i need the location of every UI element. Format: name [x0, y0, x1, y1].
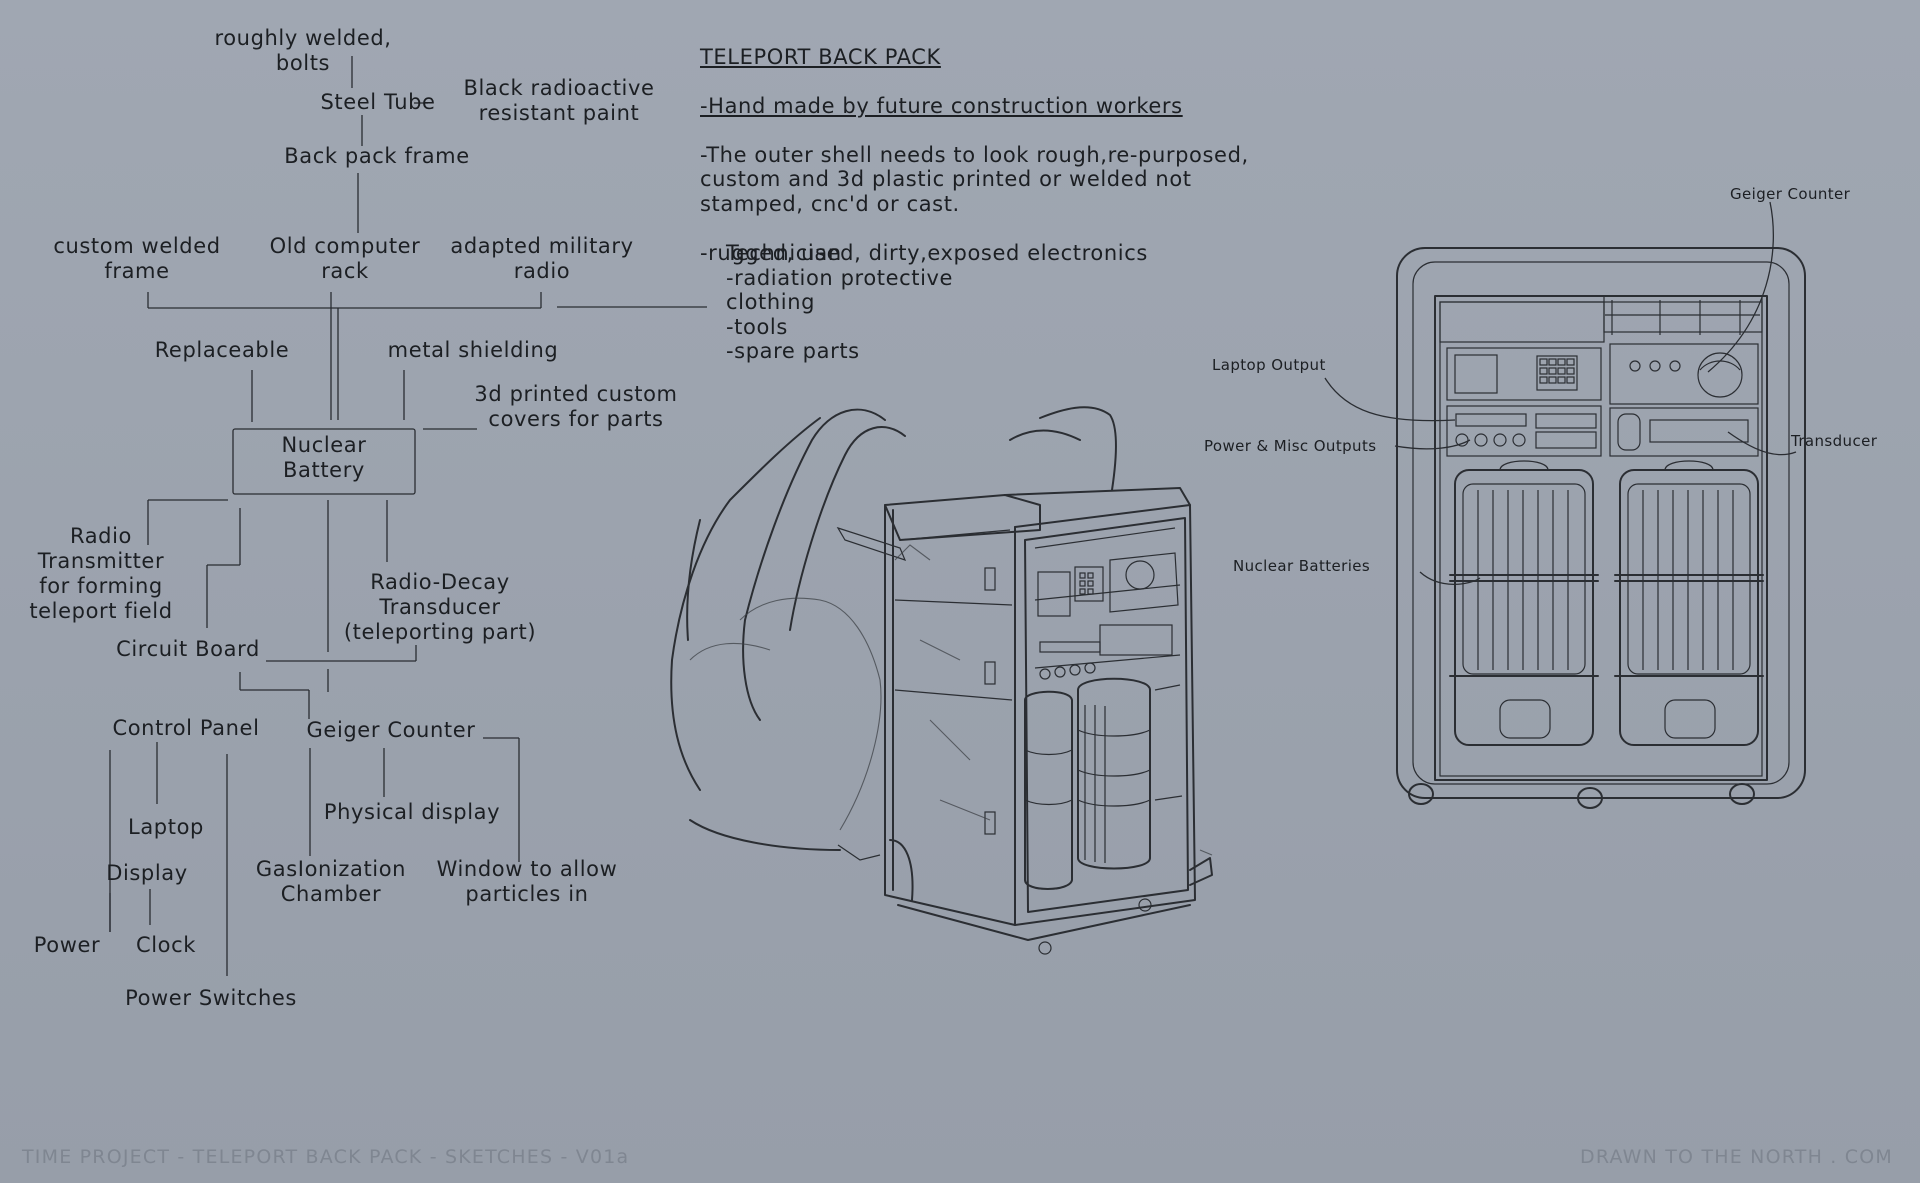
callout-power-misc-outputs: Power & Misc Outputs	[1204, 437, 1377, 455]
callout-transducer: Transducer	[1791, 432, 1878, 450]
label-radio-transmitter: Radio Transmitter for forming teleport f…	[29, 524, 173, 623]
notes-line-3: -rugged, used, dirty,exposed electronics	[700, 240, 1148, 265]
label-backpack-frame: Back pack frame	[284, 144, 470, 168]
label-physical-display: Physical display	[323, 800, 501, 824]
notes-line-2: -The outer shell needs to look rough,re-…	[700, 142, 1249, 216]
label-steel-tube: Steel Tube	[320, 90, 436, 114]
label-adapted-military-radio: adapted military radio	[450, 234, 634, 283]
label-old-computer-rack: Old computer rack	[269, 234, 421, 283]
notes-block: TELEPORT BACK PACK -Hand made by future …	[700, 20, 1300, 290]
label-metal-shielding: metal shielding	[387, 338, 559, 362]
callout-geiger-counter: Geiger Counter	[1730, 185, 1851, 203]
label-custom-welded-frame: custom welded frame	[53, 234, 221, 283]
label-radio-decay-transducer: Radio-Decay Transducer (teleporting part…	[343, 570, 537, 644]
label-geiger-counter: Geiger Counter	[306, 718, 476, 742]
label-nuclear-battery: Nuclear Battery	[281, 433, 367, 482]
callout-nuclear-batteries: Nuclear Batteries	[1233, 557, 1371, 575]
label-control-panel: Control Panel	[112, 716, 260, 740]
label-clock: Clock	[135, 933, 197, 957]
technician-block: Technician -radiation protective clothin…	[726, 241, 954, 363]
footer-right: DRAWN TO THE NORTH . COM	[1579, 1146, 1893, 1168]
notes-line-1: -Hand made by future construction worker…	[700, 93, 1183, 118]
label-power: Power	[33, 933, 101, 957]
label-printed-covers: 3d printed custom covers for parts	[474, 382, 678, 431]
nuclear-battery-box	[232, 428, 416, 495]
label-window-particles: Window to allow particles in	[436, 857, 618, 906]
label-roughly-welded: roughly welded, bolts	[214, 26, 392, 75]
footer-left: TIME PROJECT - TELEPORT BACK PACK - SKET…	[22, 1146, 630, 1168]
label-display: Display	[106, 861, 188, 885]
tree-connectors	[109, 56, 707, 976]
callout-laptop-output: Laptop Output	[1212, 356, 1326, 374]
label-black-paint: Black radioactive resistant paint	[463, 76, 655, 125]
label-gas-ionization-chamber: GasIonization Chamber	[255, 857, 407, 906]
label-laptop: Laptop	[128, 815, 204, 839]
backpack-perspective-sketch	[670, 406, 1213, 955]
label-circuit-board: Circuit Board	[116, 637, 260, 661]
backpack-front-elevation	[1324, 201, 1806, 809]
label-power-switches: Power Switches	[125, 986, 297, 1010]
label-replaceable: Replaceable	[154, 338, 290, 362]
notes-title: TELEPORT BACK PACK	[700, 44, 941, 69]
